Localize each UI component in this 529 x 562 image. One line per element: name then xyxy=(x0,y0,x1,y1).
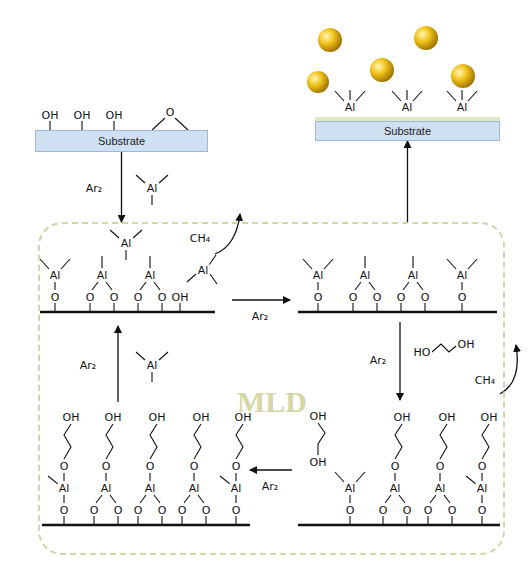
formula-label: Al xyxy=(344,102,357,113)
formula-label: O xyxy=(402,505,413,516)
formula-label: Al xyxy=(58,483,71,494)
formula-label: O xyxy=(133,505,144,516)
formula-label: O xyxy=(420,292,431,303)
formula-label: OH xyxy=(393,412,412,423)
formula-label: O xyxy=(396,292,407,303)
formula-label: Al xyxy=(144,483,157,494)
surface-lines xyxy=(40,312,500,525)
formula-label: Al xyxy=(401,102,414,113)
formula-label: O xyxy=(133,292,144,303)
formula-label: OH xyxy=(73,110,92,121)
formula-label: O xyxy=(59,461,70,472)
formula-label: Al xyxy=(230,483,243,494)
formula-label: Al xyxy=(407,270,420,281)
formula-label: O xyxy=(435,461,446,472)
formula-label: OH xyxy=(234,412,253,423)
formula-label: Al xyxy=(389,483,402,494)
formula-label: CH₄ xyxy=(474,375,496,386)
formula-label: Al xyxy=(197,265,210,276)
formula-label: Al xyxy=(146,183,159,194)
formula-label: Ar₂ xyxy=(369,355,387,366)
formula-label: O xyxy=(177,505,188,516)
formula-label: OH xyxy=(309,457,328,468)
formula-label: O xyxy=(145,461,156,472)
formula-label: OH xyxy=(41,110,60,121)
formula-label: O xyxy=(372,292,383,303)
formula-label: Al xyxy=(100,483,113,494)
formula-label: OH xyxy=(309,411,328,422)
substrate-box: Substrate xyxy=(315,121,500,141)
formula-label: O xyxy=(109,292,120,303)
formula-label: Al xyxy=(49,270,62,281)
formula-label: O xyxy=(231,461,242,472)
formula-label: OH xyxy=(62,412,81,423)
substrate-label: Substrate xyxy=(98,135,145,147)
formula-label: OH xyxy=(104,412,123,423)
formula-label: Ar₂ xyxy=(79,360,97,371)
bond-lines xyxy=(40,90,489,525)
formula-label: O xyxy=(477,505,488,516)
formula-label: O xyxy=(348,292,359,303)
substrate-box: Substrate xyxy=(35,130,208,152)
formula-label: Ar₂ xyxy=(85,183,103,194)
formula-label: Ar₂ xyxy=(251,311,269,322)
formula-label: Al xyxy=(359,270,372,281)
formula-label: Al xyxy=(188,483,201,494)
gold-nanoparticles xyxy=(307,26,475,93)
formula-label: Al xyxy=(434,483,447,494)
formula-label: O xyxy=(89,505,100,516)
formula-label: Al xyxy=(456,270,469,281)
formula-label: Al xyxy=(476,483,489,494)
formula-label: OH xyxy=(480,412,499,423)
formula-label: CH₄ xyxy=(189,233,211,244)
formula-label: O xyxy=(423,505,434,516)
formula-label: OH xyxy=(438,412,457,423)
formula-label: O xyxy=(165,107,176,118)
flow-arrow xyxy=(121,152,122,222)
formula-label: OH xyxy=(192,412,211,423)
formula-label: O xyxy=(157,505,168,516)
formula-label: O xyxy=(59,505,70,516)
substrate-label: Substrate xyxy=(384,125,431,137)
formula-label: O xyxy=(231,505,242,516)
formula-label: O xyxy=(50,292,61,303)
formula-label: Al xyxy=(146,360,159,371)
formula-label: Al xyxy=(344,483,357,494)
formula-label: O xyxy=(85,292,96,303)
flow-arrow xyxy=(407,141,408,222)
formula-label: O xyxy=(477,461,488,472)
formula-label: Ar₂ xyxy=(261,481,279,492)
formula-label: O xyxy=(457,292,468,303)
formula-label: O xyxy=(113,505,124,516)
formula-label: O xyxy=(447,505,458,516)
formula-label: Al xyxy=(96,270,109,281)
formula-label: OH xyxy=(105,110,124,121)
formula-label: O xyxy=(390,461,401,472)
formula-label: O xyxy=(378,505,389,516)
formula-label: O xyxy=(157,292,168,303)
formula-label: OH xyxy=(457,339,476,350)
formula-label: OH xyxy=(148,412,167,423)
formula-label: Al xyxy=(456,102,469,113)
step-arrows xyxy=(118,214,517,470)
formula-label: O xyxy=(201,505,212,516)
formula-label: HO xyxy=(413,347,432,358)
formula-label: O xyxy=(101,461,112,472)
formula-label: Al xyxy=(144,270,157,281)
formula-label: O xyxy=(345,505,356,516)
formula-label: O xyxy=(313,292,324,303)
formula-label: O xyxy=(189,461,200,472)
formula-label: OH xyxy=(171,292,190,303)
formula-label: Al xyxy=(312,270,325,281)
formula-label: Al xyxy=(120,238,133,249)
